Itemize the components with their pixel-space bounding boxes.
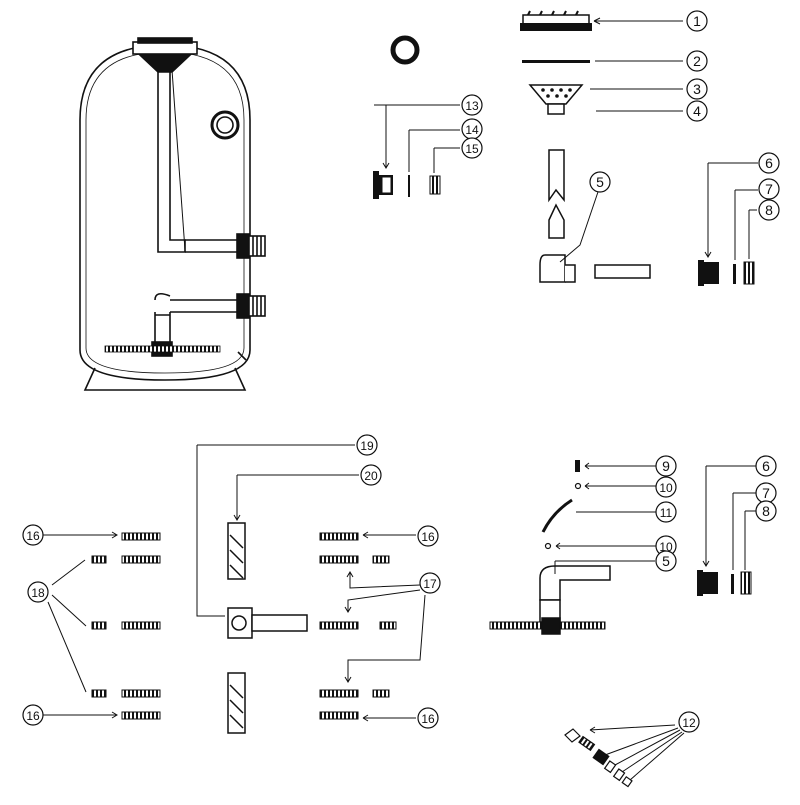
callout-1: 1 [686,10,708,32]
part-tube-11 [541,498,573,533]
callout-16-top-left: 16 [22,524,44,546]
tank-inner-outline [85,51,245,374]
part-o-ring-7b [731,574,734,594]
part-adapter-6a [698,260,719,286]
part-adapter-6b [697,570,718,596]
svg-text:10: 10 [659,481,673,495]
svg-text:16: 16 [26,529,40,543]
tank-base [83,367,247,391]
svg-text:16: 16 [26,709,40,723]
tank-outline [79,44,251,381]
svg-text:5: 5 [662,553,670,569]
callout-5-top: 5 [589,171,611,193]
callout-8-top: 8 [758,199,780,221]
svg-text:4: 4 [693,103,701,119]
svg-text:8: 8 [762,503,770,519]
tank-diffuser [137,54,193,73]
callout-4: 4 [686,100,708,122]
svg-text:10: 10 [659,540,673,554]
svg-text:1: 1 [693,13,701,29]
svg-text:6: 6 [765,155,773,171]
part-ball-10a [574,482,582,490]
svg-text:8: 8 [765,202,773,218]
callout-19: 19 [356,434,378,456]
callout-13: 13 [461,94,483,116]
svg-text:5: 5 [596,174,604,190]
callout-16-bottom-left: 16 [22,704,44,726]
part-nut-15 [429,175,441,195]
callout-16-bottom-right: 16 [417,707,439,729]
part-adapter-13 [373,171,393,199]
part-standpipe-5 [539,149,651,283]
tank-drain [237,351,247,361]
callout-11: 11 [655,501,677,523]
part-spring-9 [575,460,580,472]
callout-8-bottom: 8 [755,500,777,522]
callout-7-top: 7 [758,178,780,200]
callout-2: 2 [686,50,708,72]
svg-text:18: 18 [31,586,45,600]
callout-20: 20 [360,464,382,486]
svg-text:12: 12 [682,716,696,730]
callout-16-top-right: 16 [417,525,439,547]
part-lid-1 [520,10,592,31]
part-hub-19 [227,607,308,639]
part-o-ring-7a [733,264,736,284]
part-nut-8a [743,261,755,285]
callout-7-bottom: 7 [755,482,777,504]
svg-text:17: 17 [423,577,437,591]
part-pipe-20-upper [227,522,246,580]
part-ball-10b [544,542,552,550]
filter-tank [79,37,266,391]
callouts: 1 2 3 4 13 14 15 5 6 7 8 19 20 16 18 16 … [22,10,780,733]
tank-lower-pipe [154,312,171,342]
tank-sight-glass [210,110,240,140]
callout-18: 18 [27,581,49,603]
callout-3: 3 [686,78,708,100]
callout-6-top: 6 [758,152,780,174]
svg-text:2: 2 [693,53,701,69]
o-ring-small [390,35,420,65]
svg-text:7: 7 [765,181,773,197]
part-o-ring-14 [408,175,410,197]
callout-15: 15 [461,137,483,159]
svg-text:11: 11 [660,506,673,520]
tank-standpipe [157,72,171,232]
callout-6-bottom: 6 [755,455,777,477]
callout-10-top: 10 [655,476,677,498]
part-pipe-20-lower [227,672,246,734]
part-diffuser-3 [528,84,584,105]
leader-lines [43,17,758,781]
svg-text:16: 16 [421,712,435,726]
tank-laterals [104,345,221,353]
part-gasket-2 [522,60,590,63]
part-drain-kit-12 [564,728,633,788]
svg-text:19: 19 [360,439,374,453]
svg-text:3: 3 [693,81,701,97]
callout-5-bottom: 5 [655,550,677,572]
part-collar-4 [547,103,565,115]
tank-lower-inlet [170,299,240,313]
svg-text:13: 13 [465,99,479,113]
part-nut-8b [740,571,752,595]
svg-text:7: 7 [762,485,770,501]
callout-9: 9 [655,455,677,477]
svg-text:9: 9 [662,458,670,474]
callout-12: 12 [678,711,700,733]
svg-text:20: 20 [364,469,378,483]
callout-17: 17 [419,572,441,594]
tank-upper-elbow [157,232,186,253]
callout-10-bottom: 10 [655,535,677,557]
svg-text:14: 14 [465,123,479,137]
lateral-assembly [91,532,397,720]
svg-text:16: 16 [421,530,435,544]
svg-text:15: 15 [465,142,479,156]
part-manifold-5 [489,565,611,635]
svg-text:6: 6 [762,458,770,474]
tank-upper-outlet [185,239,240,253]
callout-14: 14 [461,118,483,140]
